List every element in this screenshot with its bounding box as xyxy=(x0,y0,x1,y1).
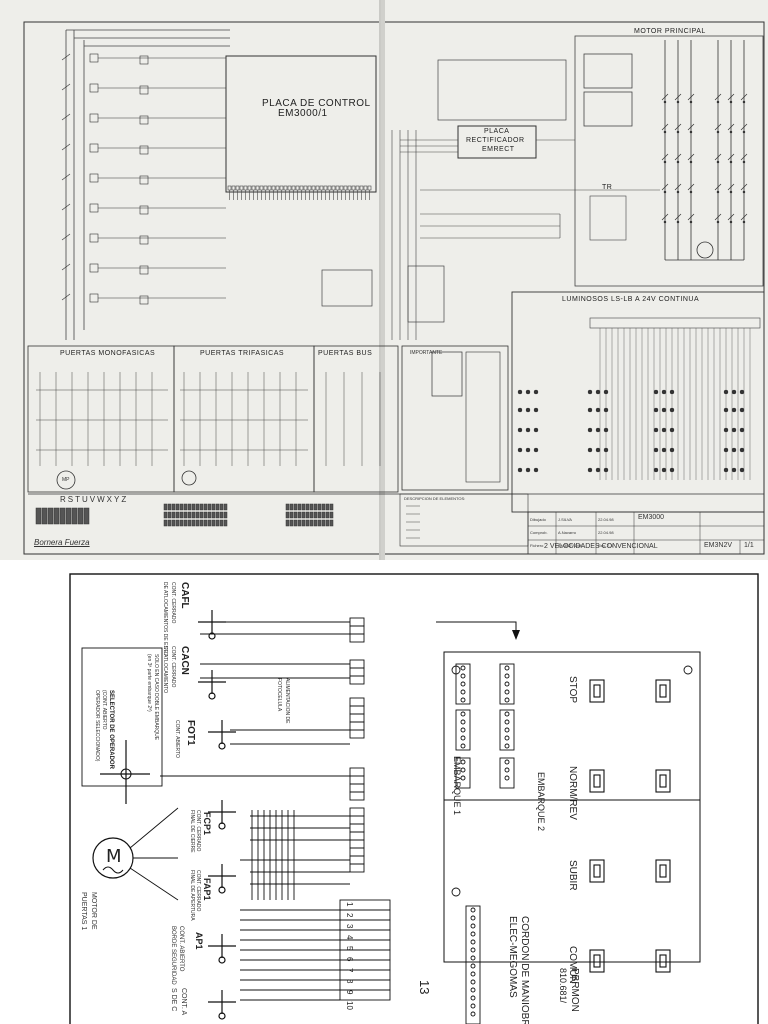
tb-r1c3: 22.04.98 xyxy=(598,517,614,522)
switch-code-ap1: AP1 xyxy=(194,932,204,950)
bornera-letters: RSTUVWXYZ xyxy=(60,495,129,504)
bottom-wiring-drawing xyxy=(69,573,759,1024)
luminosos-title: LUMINOSOS LS-LB A 24V CONTINUA xyxy=(562,296,700,303)
switch-desc-fcp1-1: CONT. CERRADO xyxy=(195,810,201,852)
rectifier-line3: EMRECT xyxy=(482,146,515,153)
motor-label-1: MOTOR DE xyxy=(90,892,97,930)
embarque-2-label: EMBARQUE 2 xyxy=(536,772,546,832)
tb-r3c2: EM3N2V.DXF xyxy=(558,543,583,548)
switch-desc-cafl-2: DE ATLOCAMIENTOS DE ESTO xyxy=(162,582,168,656)
tb-subtitle: 2 VELOCIDADES CONVENCIONAL xyxy=(544,543,658,550)
section-puertas-trifasicas: PUERTAS TRIFASICAS xyxy=(200,350,285,357)
motor-label-2: PUERTAS 1 xyxy=(80,892,87,931)
control-board-model: EM3000/1 xyxy=(278,108,328,119)
schematic-sheet-top: PLACA DE CONTROL EM3000/1 MOTOR PRINCIPA… xyxy=(0,0,768,560)
fotocelula-label-2: FOTOCELULA xyxy=(276,678,282,712)
terminal-number: 5 xyxy=(345,946,354,951)
tb-r1c2: J.SILVA xyxy=(558,517,572,522)
switch-desc-cacn-1: CONT. CERRADO xyxy=(170,646,176,688)
switch-code-cacn: CACN xyxy=(179,646,190,675)
tb-code: EM3N2V xyxy=(704,542,733,549)
page-number: 13 xyxy=(417,980,432,995)
section-puertas-bus: PUERTAS BUS xyxy=(318,350,373,357)
bornera-fuerza-label: Bornera Fuerza xyxy=(34,538,90,547)
switch-desc-ap1-1: CONT. ABIERTO xyxy=(178,926,184,972)
terminal-number: 7 xyxy=(345,968,354,973)
button-label-comun: COMUN xyxy=(567,946,578,984)
terminal-number: 6 xyxy=(345,957,354,962)
switch-code-fcp1: FCP1 xyxy=(202,812,212,836)
switch-desc-fcp1-2: FINAL DE CIERRE xyxy=(189,810,195,853)
section-puertas-monofasicas: PUERTAS MONOFASICAS xyxy=(60,350,156,357)
button-label-subir: SUBIR xyxy=(567,860,578,891)
terminal-number: 9 xyxy=(345,990,354,995)
tb-r2c3: 22.04.98 xyxy=(598,530,614,535)
schematic-sheet-bottom: CAFL CONT. CERRADO DE ATLOCAMIENTOS DE E… xyxy=(0,560,768,1024)
terminal-number: 4 xyxy=(345,935,354,940)
last-label-1: CONT. A xyxy=(180,988,187,1016)
tb-r2c1: Comprob. xyxy=(530,530,548,535)
switch-desc-fap1-2: FINAL DE APERTURA xyxy=(189,870,195,921)
terminal-number: 3 xyxy=(345,924,354,929)
motor-principal-title: MOTOR PRINCIPAL xyxy=(634,28,706,35)
selector-line-4: (CONT. ABIERTO xyxy=(101,690,107,730)
tb-sheet: 1/1 xyxy=(744,542,754,549)
switch-code-cafl: CAFL xyxy=(179,582,190,609)
terminal-number: 10 xyxy=(345,1001,354,1010)
selector-line-5: OPERADOR SELECCIONADO) xyxy=(94,690,100,762)
switch-desc-fot1: CONT. ABIERTO xyxy=(174,720,180,758)
cordon-label-1: CORDON DE MANIOBR xyxy=(519,916,530,1024)
switch-desc-ap1-2: BORDE SEGURIDAD xyxy=(170,926,176,985)
switch-desc-fap1-1: CONT. CERRADO xyxy=(195,870,201,912)
motor-mp-label: MP xyxy=(62,477,70,483)
terminal-number: 1 xyxy=(345,902,354,907)
terminal-number: 2 xyxy=(345,913,354,918)
switch-code-fot1: FOT1 xyxy=(185,720,196,746)
rectifier-line2: RECTIFICADOR xyxy=(466,137,525,144)
important-label: IMPORTANTE xyxy=(410,350,443,356)
tb-r2c2: A.Navarro xyxy=(558,530,577,535)
legend-heading: DESCRIPCION DE ELEMENTOS: xyxy=(404,496,466,501)
switch-desc-cafl-1: CONT. CERRADO xyxy=(170,582,176,624)
terminal-number: 8 xyxy=(345,979,354,984)
embarque-1-label: EMBARQUE 1 xyxy=(452,756,462,816)
transformer-tag: TR xyxy=(602,184,613,191)
control-board-title: PLACA DE CONTROL xyxy=(262,98,371,109)
selector-line-1: SOLO EN CASO DOBLE EMBARQUE xyxy=(153,654,159,741)
tb-product: EM3000 xyxy=(638,514,665,521)
rectifier-line1: PLACA xyxy=(484,128,510,135)
top-schematic-drawing xyxy=(23,0,765,560)
cordon-label-2: ELEC-MEGOMAS xyxy=(507,916,518,998)
selector-line-2: (en 3ª parte embarque 2ª) xyxy=(146,654,152,712)
tb-r1c1: Dibujado xyxy=(530,517,546,522)
button-label-norm-rev: NORM/REV xyxy=(567,766,578,820)
switch-desc-cacn-2: DE ATLOCAMIENTO xyxy=(162,646,168,694)
switch-code-fap1: FAP1 xyxy=(202,878,212,901)
last-label-2: S DE C xyxy=(170,988,177,1012)
tb-r3c3: Rev. 7.3 xyxy=(598,543,613,548)
fotocelula-label-1: ALIMENTACION DE xyxy=(284,678,290,724)
motor-m-symbol: M xyxy=(106,846,122,867)
selector-line-3: SELECTOR DE OPERADOR xyxy=(108,690,114,769)
button-label-stop: STOP xyxy=(567,676,578,704)
tb-r3c1: Fichero xyxy=(530,543,544,548)
